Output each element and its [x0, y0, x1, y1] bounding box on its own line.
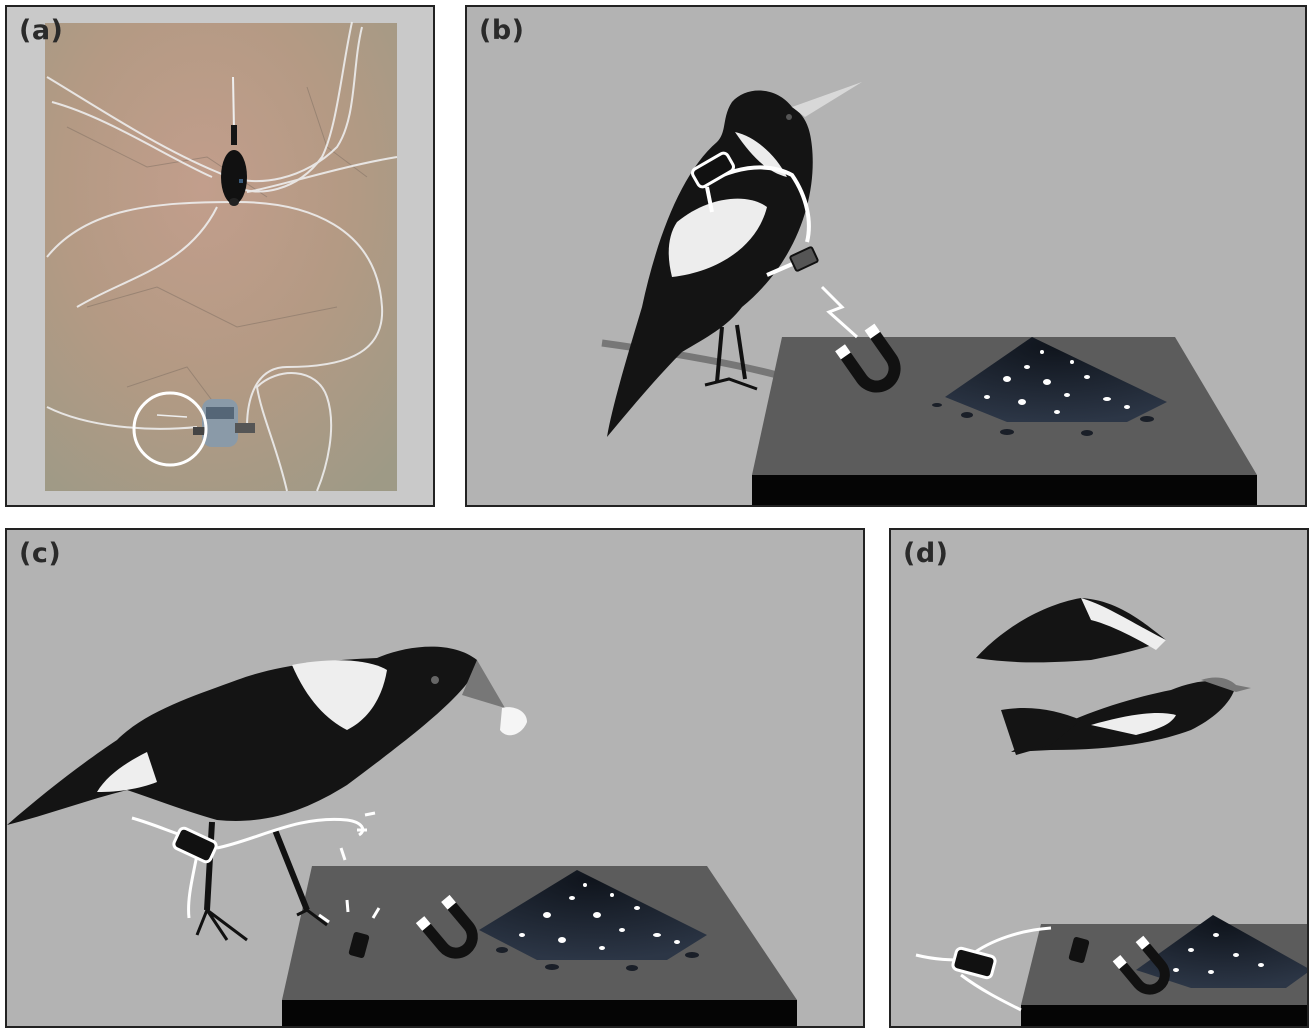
panel-label: (d)	[903, 538, 949, 569]
tag-release-scene	[7, 530, 865, 1028]
lightning-signal-icon	[822, 287, 857, 337]
panel-label: (b)	[479, 15, 525, 46]
panel-a-photo: (a)	[5, 5, 435, 507]
panel-c-illustration: (c)	[5, 528, 865, 1028]
panel-label: (a)	[19, 15, 63, 46]
panel-b-illustration: (b)	[465, 5, 1307, 507]
gps-tag-icon	[952, 947, 996, 979]
panel-d-illustration: (d)	[889, 528, 1309, 1028]
device-photo	[7, 7, 435, 507]
tag-trigger-scene	[467, 7, 1307, 507]
sensor-tag-icon	[790, 247, 819, 272]
magpie-bird-icon	[976, 598, 1251, 755]
bird-flies-away-scene	[891, 530, 1309, 1028]
panel-label: (c)	[19, 538, 61, 569]
